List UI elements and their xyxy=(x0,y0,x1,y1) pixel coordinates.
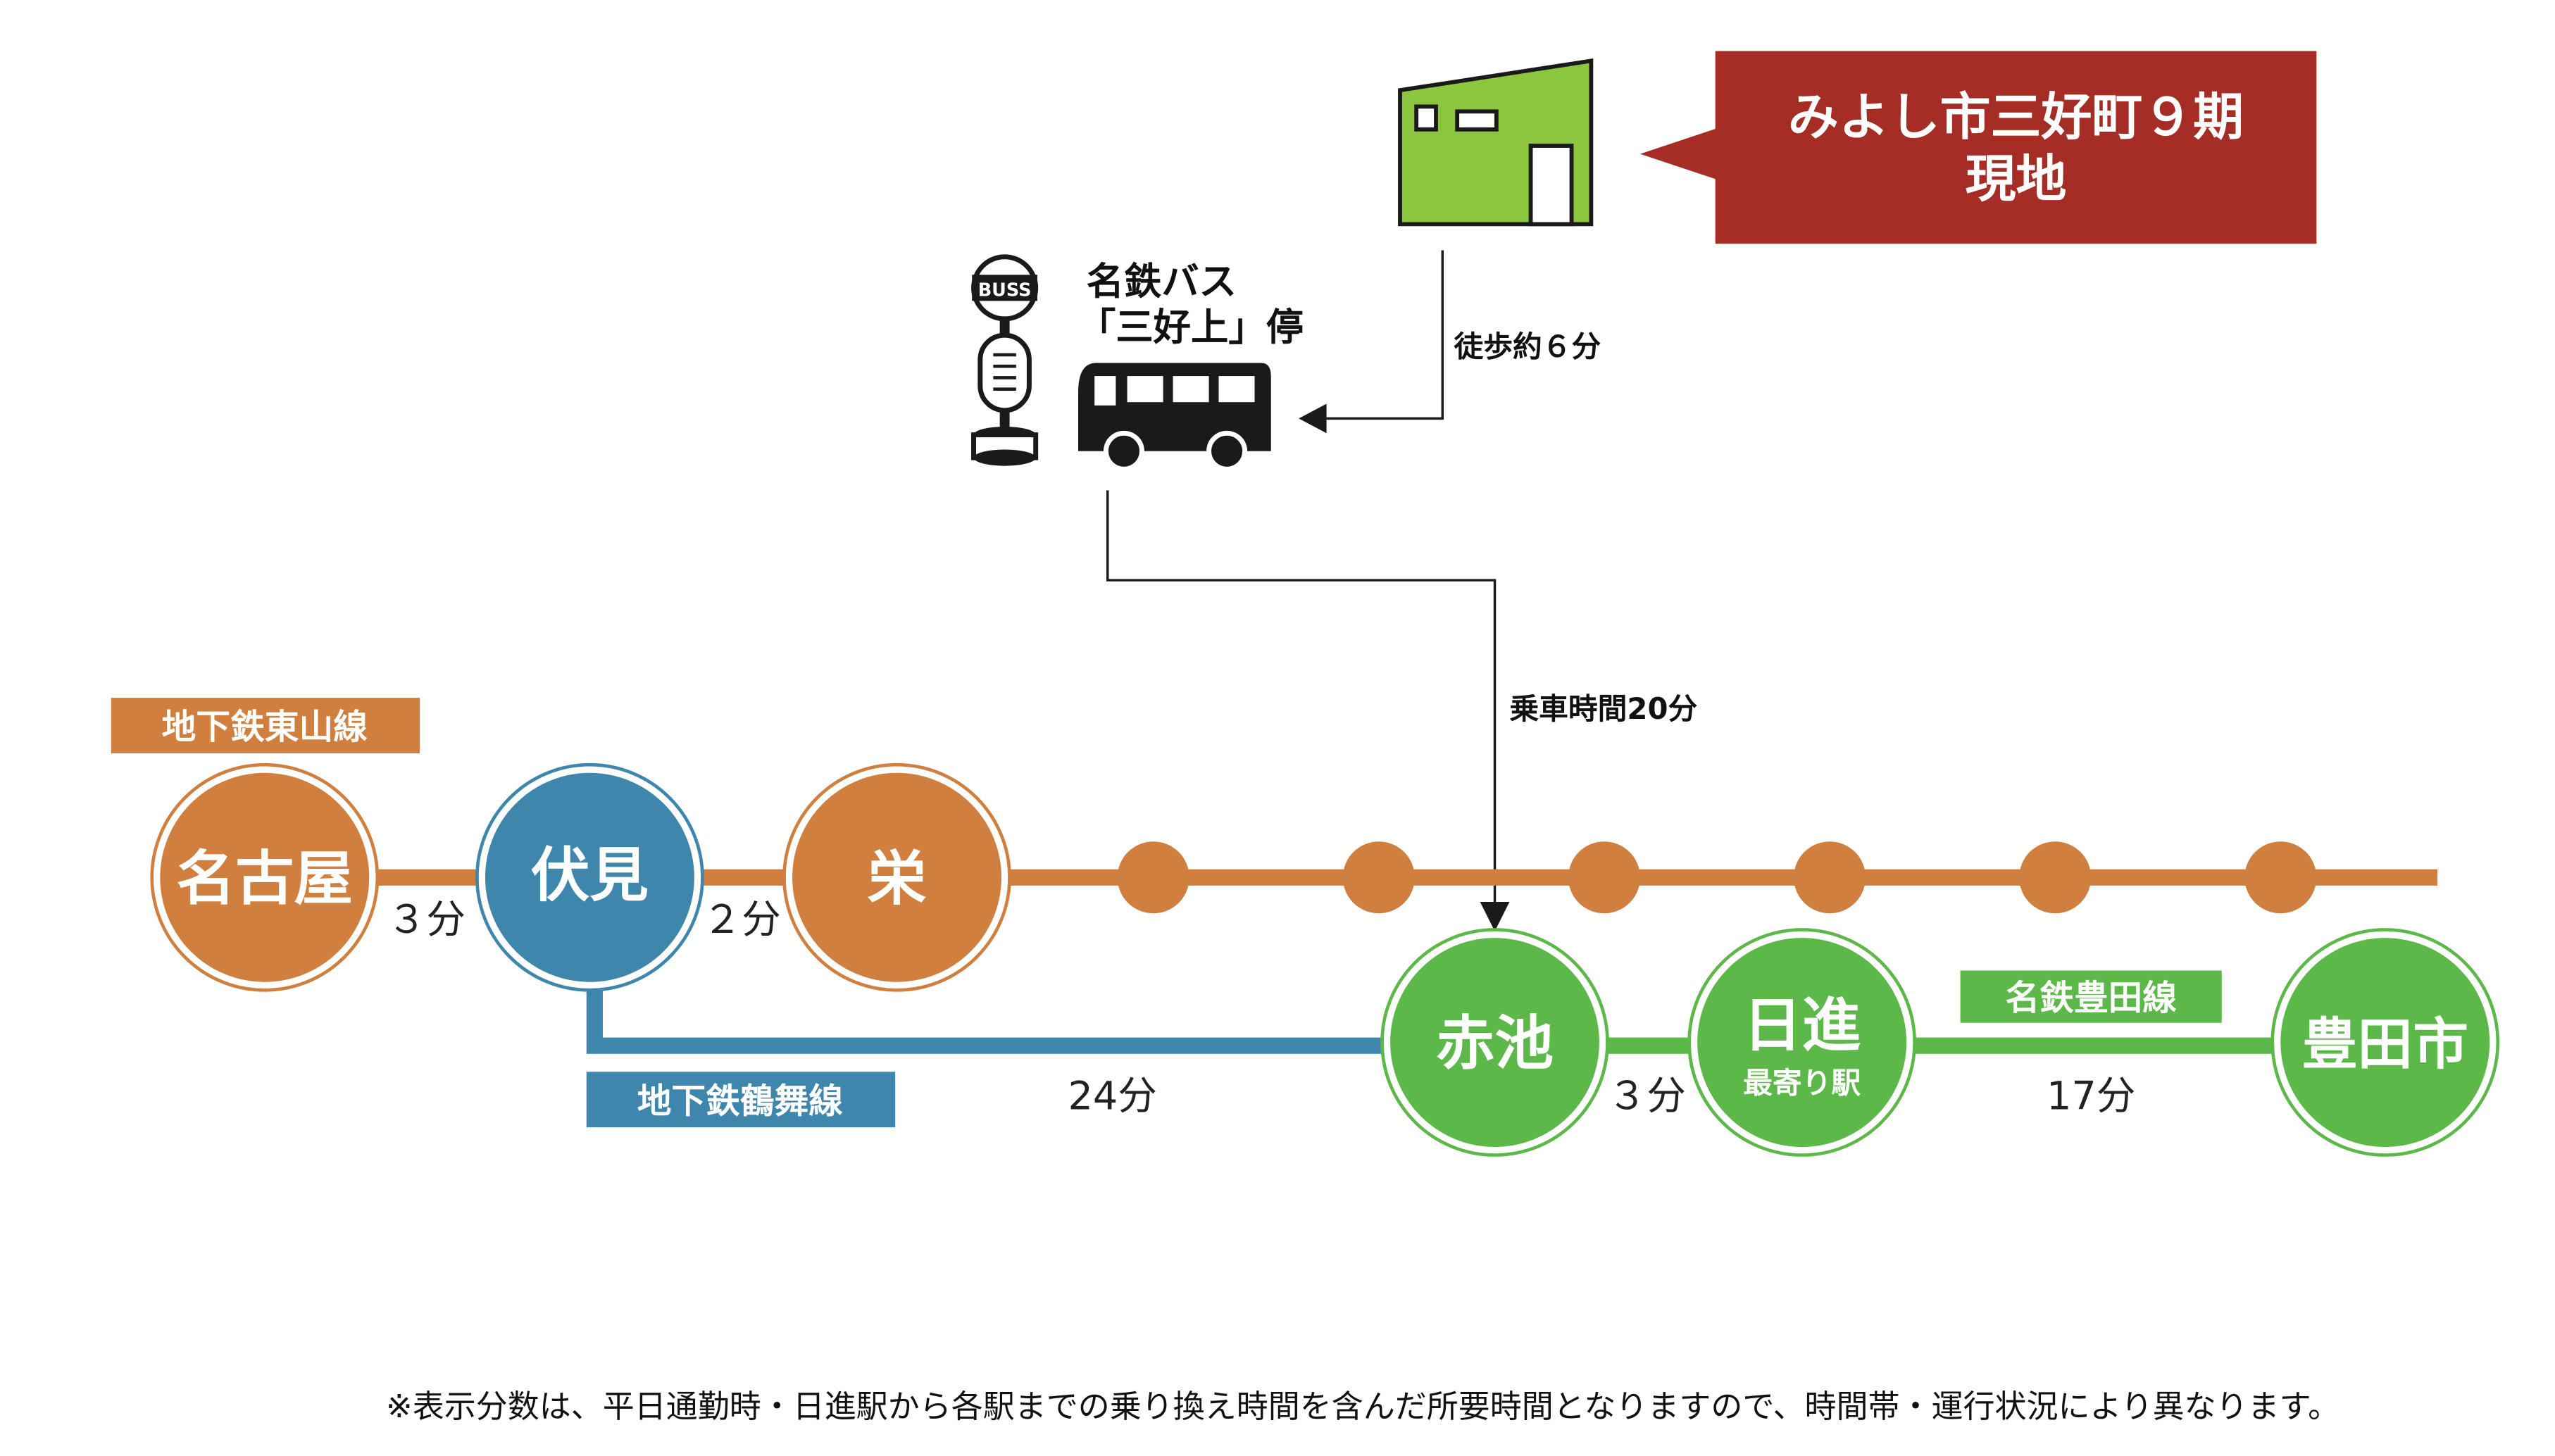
higashiyama-stop xyxy=(2244,841,2317,914)
callout-box xyxy=(1715,51,2317,244)
bus-company-label: 名鉄バス xyxy=(1087,259,1237,303)
bus-wheel xyxy=(1206,430,1248,472)
bus-icon xyxy=(1077,363,1271,472)
bus-ride-arrowhead xyxy=(1480,902,1510,931)
higashiyama-stop xyxy=(2019,841,2092,914)
station-toyotashi-name: 豊田市 xyxy=(2301,1012,2468,1077)
time-akaike-nisshin: ３分 xyxy=(1608,1074,1686,1119)
bus-wheel xyxy=(1103,430,1144,472)
station-nisshin-name: 日進 xyxy=(1743,991,1861,1060)
tsurumai-line xyxy=(586,980,1495,1054)
bus-stop-pole-top xyxy=(999,318,1010,336)
higashiyama-stop xyxy=(1342,841,1415,914)
house-icon xyxy=(1398,58,1594,227)
higashiyama-stop xyxy=(1117,841,1189,914)
bus-stop-name: 「三好上」停 xyxy=(1078,305,1304,349)
house-door xyxy=(1528,144,1574,227)
station-fushimi-name: 伏見 xyxy=(531,841,649,910)
station-nisshin: 日進 最寄り駅 xyxy=(1687,928,1916,1157)
line-label-toyota: 名鉄豊田線 xyxy=(2005,979,2177,1018)
line-label-higashiyama-box xyxy=(111,698,420,753)
station-akaike-circle xyxy=(1383,931,1606,1154)
station-sakae-circle xyxy=(785,766,1008,989)
station-toyotashi-circle xyxy=(2274,931,2497,1154)
walk-arrowhead xyxy=(1299,403,1327,434)
station-sakae: 栄 xyxy=(782,762,1011,992)
destination-callout: みよし市三好町９期 現地 xyxy=(1639,51,2317,244)
bus-stop-icon: BUSS xyxy=(971,254,1039,466)
station-nisshin-nearest-label: 最寄り駅 xyxy=(1743,1065,1861,1100)
time-nagoya-fushimi: ３分 xyxy=(387,897,466,943)
house-window-small xyxy=(1414,104,1438,132)
time-nisshin-toyotashi: 17分 xyxy=(2047,1074,2135,1119)
higashiyama-stop xyxy=(1568,841,1640,914)
line-label-tsurumai-box xyxy=(586,1072,896,1128)
station-sakae-ring xyxy=(782,762,1011,992)
time-fushimi-sakae: ２分 xyxy=(702,897,780,943)
time-fushimi-akaike: 24分 xyxy=(1068,1074,1156,1119)
bus-window xyxy=(1127,376,1163,403)
bus-stop-pole xyxy=(999,410,1010,430)
station-nagoya-circle xyxy=(154,766,376,989)
station-nagoya-ring xyxy=(150,762,380,992)
station-akaike-ring xyxy=(1380,928,1609,1157)
bus-stop-base-bottom xyxy=(973,449,1036,466)
bus-ride-path xyxy=(1106,490,1497,903)
station-sakae-name: 栄 xyxy=(868,843,927,912)
bus-stop-timetable xyxy=(977,332,1032,413)
station-akaike: 赤池 xyxy=(1380,928,1609,1157)
bus-stop-sign-text: BUSS xyxy=(978,280,1032,301)
callout-subtitle: 現地 xyxy=(1966,149,2067,208)
station-toyotashi-ring xyxy=(2270,928,2500,1157)
bus-window xyxy=(1218,376,1255,403)
station-nisshin-circle xyxy=(1690,931,1913,1154)
bus-stop-sign-band xyxy=(972,275,1038,301)
station-nisshin-ring xyxy=(1687,928,1916,1157)
bus-window xyxy=(1173,376,1209,403)
callout-title: みよし市三好町９期 xyxy=(1788,87,2244,146)
station-fushimi: 伏見 xyxy=(475,762,704,992)
bus-window xyxy=(1094,376,1116,406)
station-nagoya-name: 名古屋 xyxy=(177,843,354,912)
line-label-tsurumai: 地下鉄鶴舞線 xyxy=(637,1081,844,1121)
footnote: ※表示分数は、平日通勤時・日進駅から各駅までの乗り換え時間を含んだ所要時間となり… xyxy=(386,1388,2340,1425)
station-akaike-name: 赤池 xyxy=(1436,1009,1554,1078)
higashiyama-stop xyxy=(1794,841,1866,914)
callout-pointer xyxy=(1639,127,1719,180)
station-nagoya: 名古屋 xyxy=(150,762,380,992)
line-label-toyota-box xyxy=(1960,970,2222,1023)
station-fushimi-circle xyxy=(478,766,701,989)
walk-time-label: 徒歩約６分 xyxy=(1454,329,1601,363)
line-label-higashiyama: 地下鉄東山線 xyxy=(162,708,368,747)
station-toyotashi: 豊田市 xyxy=(2270,928,2500,1157)
house-window-wide xyxy=(1455,109,1499,132)
station-fushimi-ring xyxy=(475,762,704,992)
walk-path xyxy=(1326,250,1444,420)
bus-ride-time-label: 乗車時間20分 xyxy=(1509,691,1697,726)
